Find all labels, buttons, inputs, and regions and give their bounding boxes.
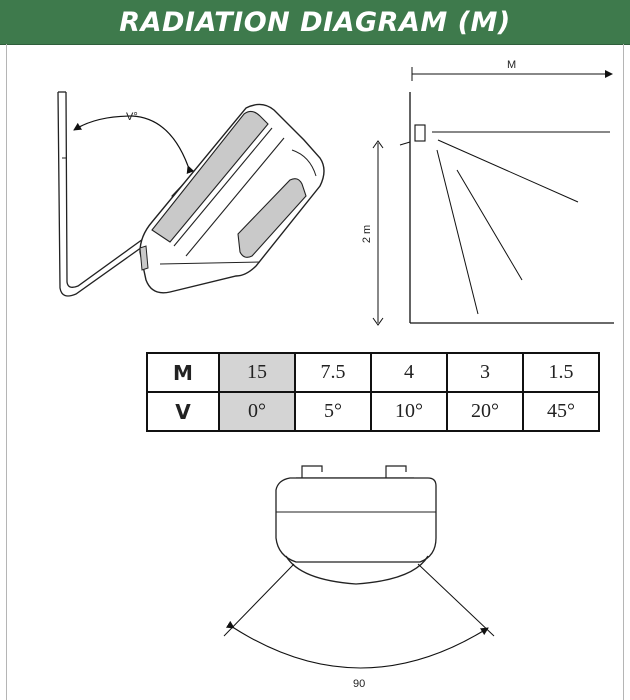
spread-angle-arc bbox=[225, 620, 489, 669]
table-row-v: V 0° 5° 10° 20° 45° bbox=[146, 391, 600, 432]
wall-bracket-inner bbox=[65, 91, 151, 288]
heater-groove-2 bbox=[185, 137, 285, 257]
frame-border-left bbox=[6, 44, 7, 700]
table-cell: 0° bbox=[218, 391, 296, 432]
tilt-angle-label: V° bbox=[126, 111, 138, 123]
heater-groove-1 bbox=[173, 127, 273, 247]
spread-angle-label: 90 bbox=[353, 678, 366, 690]
height-arrow-bottom bbox=[372, 317, 384, 326]
table-cell: 4 bbox=[370, 352, 448, 393]
title-bar: RADIATION DIAGRAM (M) bbox=[0, 0, 630, 45]
wall-bracket-outer bbox=[57, 91, 153, 297]
table-cell: 3 bbox=[446, 352, 524, 393]
table-cell: 20° bbox=[446, 391, 524, 432]
frame-border-right bbox=[623, 44, 624, 700]
heater-side-view bbox=[57, 91, 325, 297]
heater-front-housing bbox=[275, 477, 437, 563]
heater-mark bbox=[414, 124, 426, 142]
spread-line-right bbox=[417, 563, 495, 637]
row-header-v: V bbox=[146, 391, 220, 432]
mounting-clip-right bbox=[385, 465, 407, 478]
distance-label: M bbox=[507, 59, 517, 71]
heater-front-view bbox=[223, 465, 495, 669]
height-arrow-top bbox=[372, 140, 384, 149]
table-cell: 1.5 bbox=[522, 352, 600, 393]
height-label: 2 m bbox=[361, 224, 374, 244]
heater-body bbox=[139, 103, 325, 294]
table-cell: 15 bbox=[218, 352, 296, 393]
heater-cap-line bbox=[291, 149, 317, 177]
heating-element bbox=[237, 178, 307, 258]
spread-line-left bbox=[223, 563, 295, 637]
mounting-clip-left bbox=[301, 465, 323, 478]
table-row-m: M 15 7.5 4 3 1.5 bbox=[146, 352, 600, 393]
tilt-angle-arc bbox=[73, 115, 195, 174]
table-cell: 45° bbox=[522, 391, 600, 432]
ray-20-degrees bbox=[436, 149, 479, 315]
radiation-coverage-diagram bbox=[372, 67, 614, 326]
heater-end-cap bbox=[139, 245, 149, 271]
table-cell: 7.5 bbox=[294, 352, 372, 393]
ray-5-degrees bbox=[437, 139, 579, 203]
height-dimension-top-tick bbox=[399, 141, 411, 146]
heater-base-line bbox=[159, 261, 261, 265]
page-title: RADIATION DIAGRAM (M) bbox=[119, 7, 511, 38]
ray-10-degrees bbox=[456, 169, 523, 281]
reflector-panel bbox=[151, 110, 269, 243]
table-cell: 5° bbox=[294, 391, 372, 432]
row-header-m: M bbox=[146, 352, 220, 393]
distance-angle-table: M 15 7.5 4 3 1.5 V 0° 5° 10° 20° 45° bbox=[146, 352, 600, 432]
heater-front-dome bbox=[285, 555, 429, 585]
table-cell: 10° bbox=[370, 391, 448, 432]
